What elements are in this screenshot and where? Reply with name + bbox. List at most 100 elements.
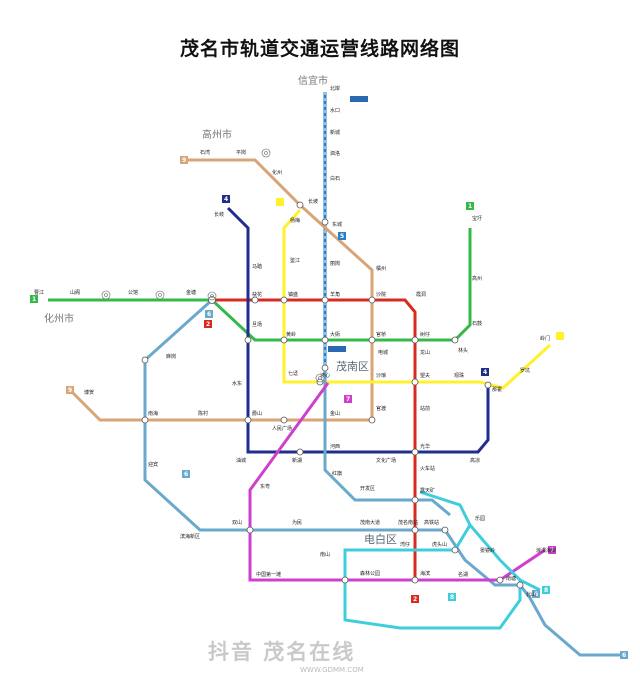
line-6 — [143, 298, 624, 657]
station-label: 宝圩 — [472, 215, 482, 222]
station-label: 沙院 — [376, 291, 386, 298]
station-label: 爵山 — [252, 410, 262, 417]
station-label: 迎宾 — [148, 461, 158, 468]
station-label: 东城 — [332, 221, 342, 228]
station-label: 乐园 — [475, 515, 485, 522]
line-badges: 1 1 2 2 4 4 5 6 6 6 6 7 7 8 8 9 9 — [30, 96, 628, 659]
station-label: 马踏 — [252, 263, 262, 270]
station-label: 石鼓 — [472, 320, 482, 327]
station-label: 坡心 — [320, 372, 330, 379]
station-label: 茂南大道 — [360, 519, 380, 526]
station-label: 露天矿 — [420, 487, 435, 494]
station-label: 茂名南站 — [398, 519, 418, 526]
station-label: 霞洞 — [416, 291, 426, 298]
station-label: 文化广场 — [376, 457, 396, 464]
station-label: 镇盛 — [288, 291, 298, 298]
station-label: 金塘 — [186, 289, 196, 296]
station-label: 七迳 — [288, 370, 298, 377]
station-label: 光华 — [420, 443, 430, 450]
svg-text:8: 8 — [544, 587, 548, 594]
station-label: 东粤 — [260, 483, 270, 490]
station-label: 长坡 — [308, 198, 318, 205]
station-label: 羊角 — [330, 291, 340, 298]
station-label: 山阁 — [70, 289, 80, 296]
line-2 — [212, 298, 417, 580]
station-label: 公馆 — [128, 289, 138, 296]
station-label: 高铁站 — [424, 519, 439, 526]
station-label: 龙山 — [420, 349, 430, 356]
station-label: 南塘 — [506, 575, 516, 582]
station-label: 望夫 — [420, 372, 430, 379]
station-label: 岭门 — [540, 335, 550, 342]
station-label: 新湖 — [292, 457, 302, 464]
station-label: 袂花 — [252, 291, 262, 298]
station-label: 杨梅 — [290, 217, 300, 224]
station-label: 红旗 — [332, 470, 342, 477]
svg-text:2: 2 — [413, 596, 417, 603]
station-label: 人民广场 — [272, 425, 292, 432]
station-label: 南山 — [320, 551, 330, 558]
station-label: 泗洛 — [330, 150, 340, 157]
station-label: 金山 — [330, 410, 340, 417]
svg-text:7: 7 — [550, 547, 554, 554]
station-label: 麻岗 — [166, 353, 176, 360]
station-label: 橘州 — [376, 265, 386, 272]
station-label: 油城 — [236, 457, 246, 464]
station-label: 树仔 — [420, 331, 430, 338]
station-label: 水口 — [330, 107, 340, 114]
station-label: 陈村 — [198, 410, 208, 417]
line-1 — [48, 228, 472, 342]
station-label: 滨海新区 — [180, 533, 200, 540]
station-label: 白石 — [330, 175, 340, 182]
svg-text:1: 1 — [468, 203, 472, 210]
station-label: 名湖 — [458, 571, 468, 578]
station-label: 站前 — [420, 405, 430, 412]
station-label: 晏镜岭 — [480, 547, 495, 554]
line-8 — [343, 490, 541, 630]
map-title: 茂名市轨道交通运营线路网络图 — [179, 38, 460, 60]
svg-text:6: 6 — [534, 591, 538, 598]
station-label: 鉴江 — [290, 257, 300, 264]
interchange-markers — [141, 201, 524, 589]
station-label: 旦场 — [252, 321, 262, 328]
line-3 — [282, 209, 552, 390]
station-label: 沙琅 — [376, 372, 386, 379]
station-label: 黄岭 — [286, 331, 296, 338]
station-label: 浪漫海岸 — [536, 547, 556, 554]
line-9 — [68, 158, 374, 422]
station-label: 官渡 — [376, 405, 386, 412]
station-label: 南海 — [148, 410, 158, 417]
svg-text:2: 2 — [206, 321, 210, 328]
station-label: 海滨 — [420, 570, 430, 577]
city-label-gaozhou: 高州市 — [202, 128, 232, 141]
station-label: 水东 — [232, 380, 242, 387]
district-label-dianbai: 电白区 — [364, 532, 397, 546]
station-label: 那霍 — [492, 386, 502, 393]
line-6-branch — [323, 368, 451, 517]
station-label: 曹江 — [34, 289, 44, 296]
station-label: 罗坑 — [520, 367, 530, 374]
station-label: 化州 — [272, 169, 282, 176]
station-label: 中国第一滩 — [256, 571, 281, 578]
svg-text:6: 6 — [207, 311, 211, 318]
watermark-url: WWW.GDMM.COM — [300, 666, 364, 674]
station-label: 虎头山 — [432, 541, 447, 548]
svg-text:9: 9 — [182, 157, 186, 164]
station-label: 高凉 — [470, 457, 480, 464]
station-label: 长岐 — [214, 211, 224, 218]
line-4 — [226, 206, 490, 454]
station-label: 新城 — [330, 129, 340, 136]
station-label: 火车站 — [420, 465, 435, 472]
station-label: 电城 — [378, 349, 388, 356]
svg-text:7: 7 — [346, 396, 350, 403]
station-labels: 北岸 水口 新城 泗洛 白石 长坡 东城 鉴江 丽岗 橘州 石湾 平岗 化州 长… — [34, 85, 556, 598]
station-label: 开发区 — [360, 485, 375, 492]
station-label: 官桥 — [376, 331, 386, 338]
svg-text:4: 4 — [224, 196, 228, 203]
station-label: 平岗 — [236, 150, 246, 156]
station-label: 观珠 — [454, 372, 464, 379]
svg-text:8: 8 — [450, 594, 454, 601]
watermark: 抖音 茂名在线 — [208, 640, 356, 664]
station-label: 石湾 — [200, 149, 210, 156]
